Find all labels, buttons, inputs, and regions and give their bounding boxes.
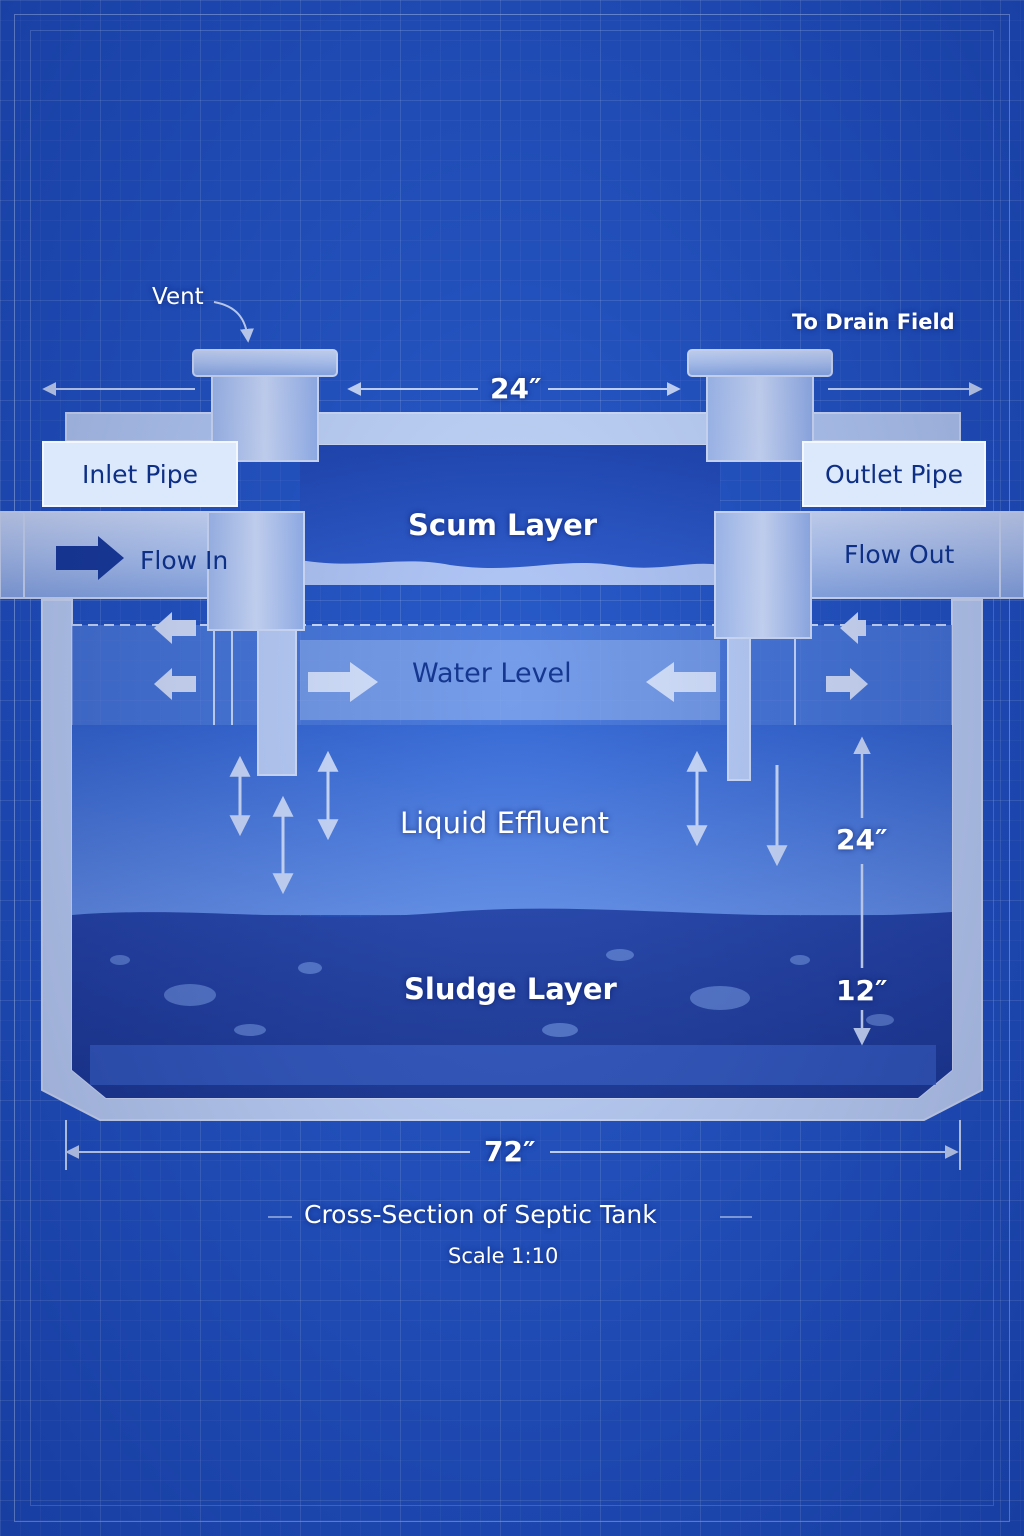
outlet-pipe-stub xyxy=(999,511,1024,599)
flow-arrows xyxy=(154,612,868,702)
flow-in-arrow xyxy=(56,536,124,580)
inlet-pipe-label-box: Inlet Pipe xyxy=(42,441,238,507)
to-drain-field-label: To Drain Field xyxy=(792,310,955,334)
tank-length-dimension: 72″ xyxy=(484,1135,536,1168)
circulation-arrows xyxy=(229,750,788,895)
inlet-cap-block xyxy=(65,412,213,442)
inlet-pipe-stub xyxy=(0,511,25,599)
outlet-side-arrow-left xyxy=(840,612,866,644)
outer-border xyxy=(14,14,1010,1522)
inlet-pipe-label: Inlet Pipe xyxy=(81,459,198,489)
vent-label: Vent xyxy=(152,284,204,310)
inlet-side-arrow-left-2 xyxy=(154,668,196,700)
water-arrow-left xyxy=(646,662,716,702)
outlet-vent-cap xyxy=(687,349,833,377)
water-level-label: Water Level xyxy=(412,658,572,689)
outlet-cap-block xyxy=(807,412,961,442)
flow-out-label: Flow Out xyxy=(844,540,955,569)
sludge-layer-label: Sludge Layer xyxy=(404,972,617,1006)
top-span-dimension: 24″ xyxy=(490,372,542,405)
flow-in-label: Flow In xyxy=(140,546,229,575)
vent-pointer xyxy=(213,301,254,343)
liquid-effluent-label: Liquid Effluent xyxy=(400,806,610,840)
outlet-pipe-label: Outlet Pipe xyxy=(824,459,964,489)
sludge-depth-dimension: 12″ xyxy=(836,974,888,1007)
scum-layer-label: Scum Layer xyxy=(408,508,598,542)
caption-scale: Scale 1:10 xyxy=(448,1244,559,1268)
scum-layer-region xyxy=(300,445,720,585)
outlet-dip-tube xyxy=(727,637,751,781)
outlet-side-arrow-right xyxy=(826,668,868,700)
water-arrow-right xyxy=(308,662,378,702)
outlet-pipe-label-box: Outlet Pipe xyxy=(802,441,986,507)
length-dimension-line xyxy=(65,1120,961,1170)
scum-crust xyxy=(300,560,720,585)
sludge-bottom-band xyxy=(90,1045,936,1085)
outlet-tee xyxy=(714,511,812,639)
outlet-vent-pipe xyxy=(706,375,814,462)
inlet-vent-cap xyxy=(192,349,338,377)
inner-border xyxy=(30,30,994,1506)
inlet-side-arrow-left-1 xyxy=(154,612,196,644)
liquid-effluent-region xyxy=(72,725,952,915)
liquid-depth-dimension: 24″ xyxy=(836,823,888,856)
sludge-texture xyxy=(110,949,894,1037)
inlet-tee xyxy=(207,511,305,631)
caption-title: Cross-Section of Septic Tank xyxy=(304,1200,657,1229)
inlet-dip-tube xyxy=(257,629,297,776)
